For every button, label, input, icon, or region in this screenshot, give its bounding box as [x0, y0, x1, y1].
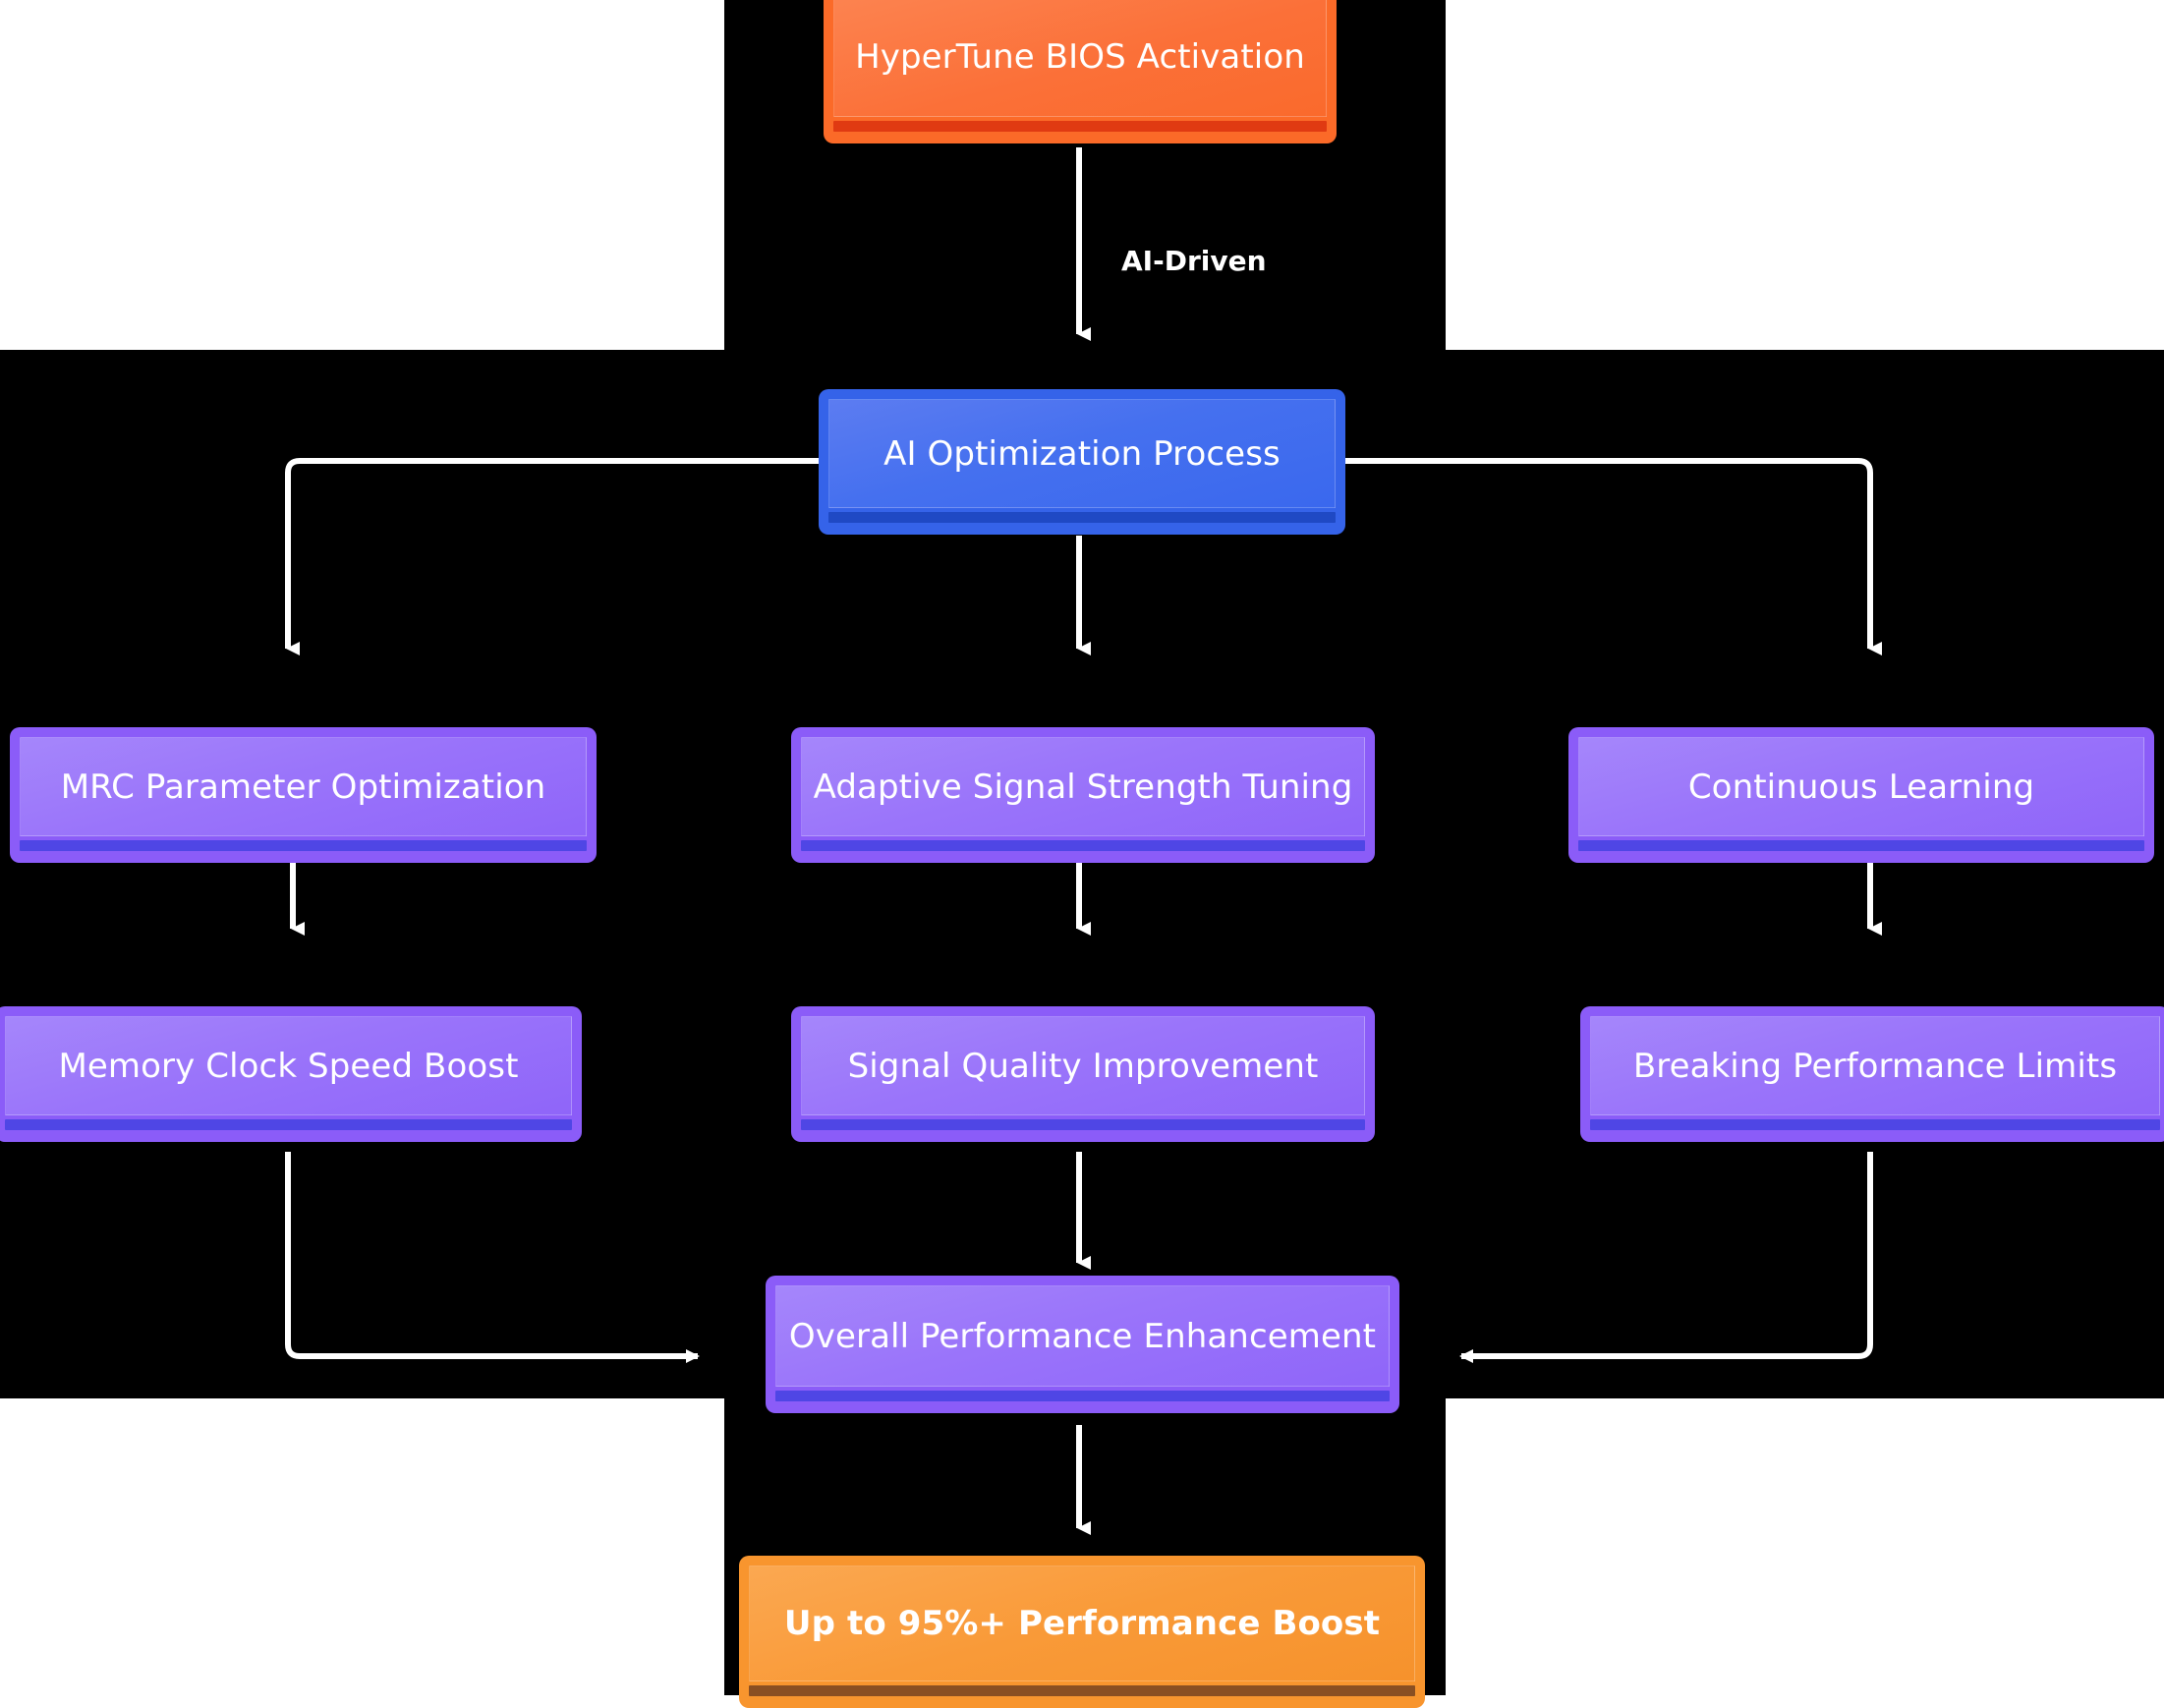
node-panel: Up to 95%+ Performance Boost: [749, 1566, 1415, 1681]
node-mrc-parameter-optimization[interactable]: MRC Parameter Optimization: [10, 727, 597, 863]
node-label: Overall Performance Enhancement: [788, 1316, 1377, 1356]
node-label: Signal Quality Improvement: [847, 1046, 1319, 1086]
node-accent-bar: [1590, 1119, 2160, 1130]
node-continuous-learning[interactable]: Continuous Learning: [1568, 727, 2154, 863]
node-adaptive-signal-strength-tuning[interactable]: Adaptive Signal Strength Tuning: [791, 727, 1375, 863]
node-panel: AI Optimization Process: [828, 399, 1336, 508]
node-label: Adaptive Signal Strength Tuning: [813, 767, 1353, 807]
node-up-to-95-performance-boost[interactable]: Up to 95%+ Performance Boost: [739, 1556, 1425, 1708]
edge-label-ai-driven: AI-Driven: [1121, 245, 1267, 277]
node-label: Up to 95%+ Performance Boost: [783, 1604, 1381, 1643]
node-accent-bar: [801, 1119, 1365, 1130]
node-panel: Breaking Performance Limits: [1590, 1016, 2160, 1115]
node-label: AI Optimization Process: [883, 433, 1281, 474]
node-panel: HyperTune BIOS Activation: [833, 0, 1327, 117]
node-ai-optimization-process[interactable]: AI Optimization Process: [819, 389, 1345, 535]
node-accent-bar: [828, 512, 1336, 523]
node-accent-bar: [5, 1119, 572, 1130]
node-panel: MRC Parameter Optimization: [20, 737, 587, 836]
node-panel: Memory Clock Speed Boost: [5, 1016, 572, 1115]
node-accent-bar: [775, 1391, 1390, 1401]
node-panel: Continuous Learning: [1578, 737, 2144, 836]
node-label: MRC Parameter Optimization: [60, 767, 546, 807]
edge-aiopt-continuous: [1345, 458, 1882, 655]
node-accent-bar: [20, 840, 587, 851]
node-accent-bar: [801, 840, 1365, 851]
node-panel: Adaptive Signal Strength Tuning: [801, 737, 1365, 836]
node-label: Memory Clock Speed Boost: [58, 1046, 519, 1086]
node-panel: Overall Performance Enhancement: [775, 1285, 1390, 1387]
node-label: Continuous Learning: [1687, 767, 2035, 807]
node-accent-bar: [1578, 840, 2144, 851]
edge-breaking-overall: [1459, 1152, 1873, 1363]
node-signal-quality-improvement[interactable]: Signal Quality Improvement: [791, 1006, 1375, 1142]
node-accent-bar: [833, 121, 1327, 132]
edge-memclock-overall: [285, 1152, 700, 1363]
node-accent-bar: [749, 1685, 1415, 1696]
node-hypertune-bios-activation[interactable]: HyperTune BIOS Activation: [824, 0, 1337, 143]
node-panel: Signal Quality Improvement: [801, 1016, 1365, 1115]
node-label: Breaking Performance Limits: [1632, 1046, 2118, 1086]
node-memory-clock-speed-boost[interactable]: Memory Clock Speed Boost: [0, 1006, 582, 1142]
edge-aiopt-mrc: [285, 458, 819, 655]
node-overall-performance-enhancement[interactable]: Overall Performance Enhancement: [766, 1276, 1399, 1413]
node-breaking-performance-limits[interactable]: Breaking Performance Limits: [1580, 1006, 2164, 1142]
node-label: HyperTune BIOS Activation: [855, 36, 1305, 77]
